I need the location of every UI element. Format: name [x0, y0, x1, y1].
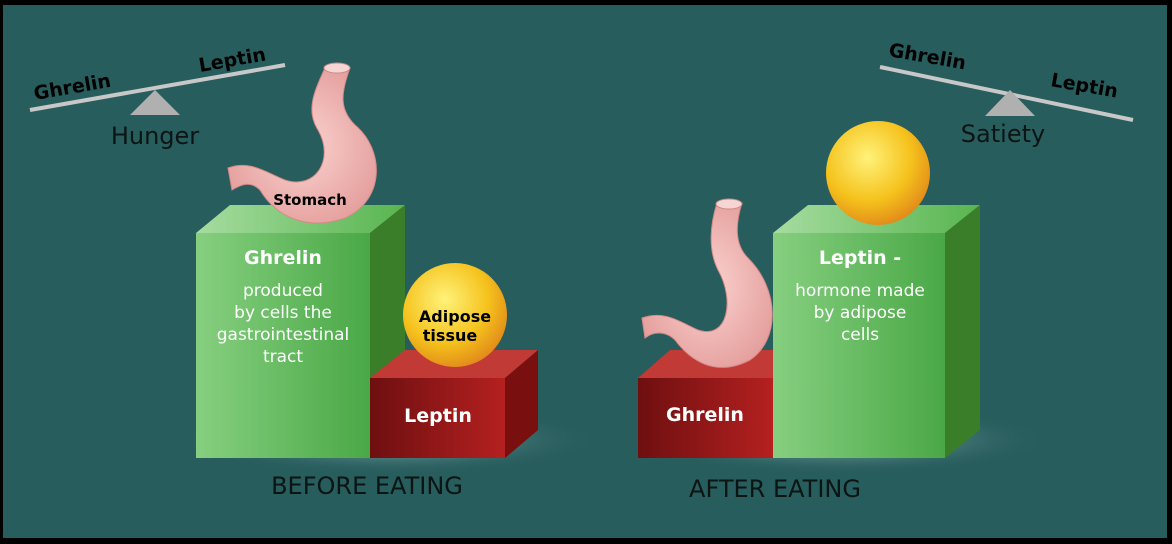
- leptin-desc-line: hormone made: [795, 281, 925, 301]
- ghrelin-box-title: Ghrelin: [666, 404, 744, 426]
- leptin-box-title: Leptin: [404, 405, 472, 427]
- hunger-label: Hunger: [111, 122, 199, 150]
- ghrelin-desc-line: by cells the: [234, 303, 332, 323]
- after-eating-caption: AFTER EATING: [689, 475, 861, 503]
- satiety-label: Satiety: [961, 120, 1045, 148]
- adipose-label: Adipose: [419, 307, 491, 326]
- adipose-tissue-icon: Adipose tissue: [403, 263, 507, 367]
- before-eating-caption: BEFORE EATING: [271, 472, 463, 500]
- adipose-tissue-icon: [826, 121, 930, 225]
- fulcrum-icon: [130, 90, 180, 115]
- seesaw-beam: [879, 65, 1134, 122]
- seesaw-beam: [29, 63, 286, 112]
- leptin-desc-line: by adipose: [814, 303, 907, 323]
- fulcrum-icon: [985, 90, 1035, 116]
- stomach-icon: Stomach: [227, 62, 377, 224]
- ghrelin-box-after: Ghrelin: [638, 350, 800, 458]
- stomach-icon: [641, 198, 773, 368]
- ghrelin-desc-line: gastrointestinal: [217, 325, 350, 345]
- leptin-box-after: Leptin - hormone made by adipose cells: [773, 205, 980, 458]
- ghrelin-box-title: Ghrelin: [244, 247, 322, 269]
- leptin-box-title: Leptin -: [819, 247, 901, 269]
- leptin-desc-line: cells: [841, 325, 879, 345]
- ghrelin-desc-line: tract: [263, 347, 303, 367]
- ghrelin-desc-line: produced: [243, 281, 323, 301]
- adipose-label: tissue: [423, 326, 478, 345]
- stomach-label: Stomach: [273, 191, 347, 209]
